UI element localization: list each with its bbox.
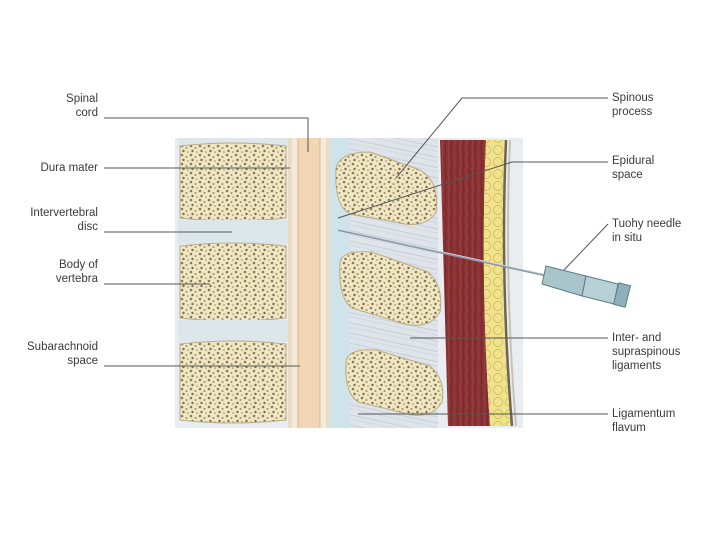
vertebral-column (178, 138, 288, 423)
needle-cap (582, 276, 618, 304)
vertebral-body-1 (180, 143, 286, 221)
vertebral-body-2 (180, 243, 286, 321)
posterior-elements (330, 138, 443, 428)
vertebral-body-3 (180, 341, 286, 423)
spinal-cord (298, 138, 320, 428)
label-dura-mater: Dura mater (40, 161, 98, 175)
needle-hub (542, 266, 586, 296)
leader-tuohy-needle (564, 224, 608, 270)
intervertebral-disc-2 (178, 320, 288, 342)
spinal-cord-group (288, 138, 330, 428)
